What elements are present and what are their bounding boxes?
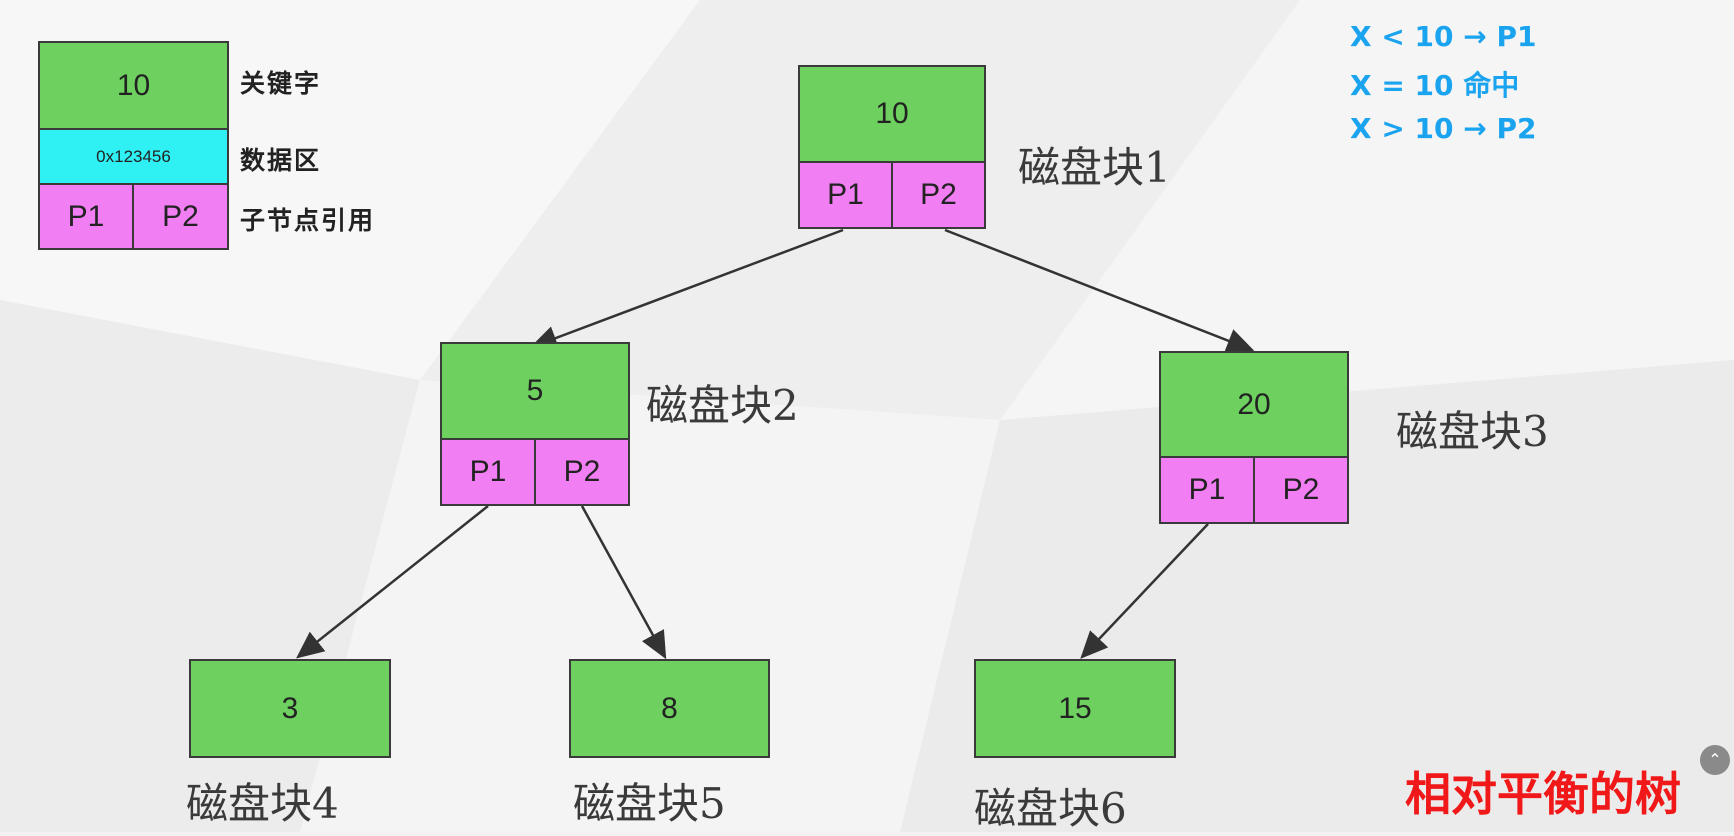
legend-pointer-caption: 子节点引用 xyxy=(240,206,376,235)
block4-label: 磁盘块4 xyxy=(186,779,339,828)
chevron-up-icon[interactable]: ⌃ xyxy=(1700,745,1730,775)
block3-p2: P2 xyxy=(1253,456,1349,524)
legend-key-cell: 10 xyxy=(38,41,229,130)
rule-greater: X > 10 → P2 xyxy=(1350,112,1537,145)
block2-p1: P1 xyxy=(440,438,536,506)
block3-p1: P1 xyxy=(1159,456,1255,524)
block3-key: 20 xyxy=(1159,351,1349,458)
legend-data-caption: 数据区 xyxy=(240,146,322,175)
block5-key: 8 xyxy=(569,659,770,758)
edge-1-3 xyxy=(944,228,1255,353)
block1-p1: P1 xyxy=(798,161,893,229)
rule-equal: X = 10 命中 xyxy=(1350,69,1520,102)
block1-key: 10 xyxy=(798,65,986,163)
block2-p2: P2 xyxy=(534,438,630,506)
legend-p2-cell: P2 xyxy=(132,183,229,250)
block3-label: 磁盘块3 xyxy=(1396,407,1549,456)
edge-2-4 xyxy=(296,505,489,659)
edge-2-5 xyxy=(580,505,667,660)
block2-key: 5 xyxy=(440,342,630,440)
block6-key: 15 xyxy=(974,659,1176,758)
legend-p1-cell: P1 xyxy=(38,183,134,250)
legend-data-cell: 0x123456 xyxy=(38,128,229,185)
block1-p2: P2 xyxy=(891,161,986,229)
legend-key-caption: 关键字 xyxy=(240,69,322,98)
block2-label: 磁盘块2 xyxy=(646,381,799,430)
block4-key: 3 xyxy=(189,659,391,758)
rule-less: X < 10 → P1 xyxy=(1350,20,1537,53)
balanced-tree-caption: 相对平衡的树 xyxy=(1405,767,1681,821)
block6-label: 磁盘块6 xyxy=(974,784,1127,833)
edge-3-6 xyxy=(1080,523,1209,659)
block1-label: 磁盘块1 xyxy=(1018,143,1171,192)
block5-label: 磁盘块5 xyxy=(573,779,726,828)
edge-1-2 xyxy=(529,228,844,350)
